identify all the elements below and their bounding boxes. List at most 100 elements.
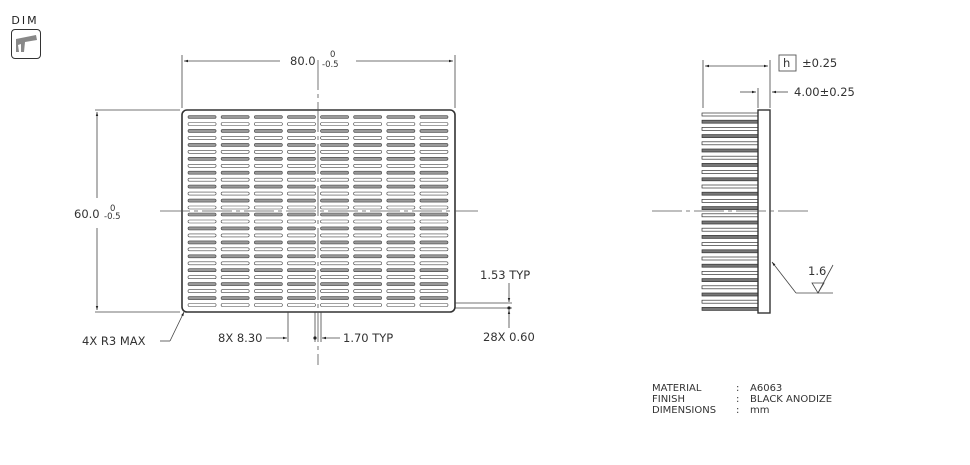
fin-slot [220, 261, 250, 266]
fin-slot [220, 143, 250, 147]
fin-slot [254, 129, 283, 133]
side-fin [701, 112, 759, 117]
fin-slot [187, 115, 217, 119]
fin-slot [220, 198, 250, 203]
side-fin [701, 220, 759, 225]
side-fin [701, 213, 759, 218]
fin-slot [320, 289, 349, 293]
fin-slot [320, 282, 349, 286]
side-fin [701, 170, 759, 174]
surface-finish-value: 1.6 [808, 264, 826, 278]
fin-slot [287, 233, 316, 238]
fin-slot [419, 219, 449, 224]
side-fin [701, 271, 759, 275]
fin-slot [353, 150, 383, 154]
side-fin [701, 191, 759, 196]
fin-slot [386, 157, 416, 161]
fin-slot [386, 198, 416, 203]
fin-slot [320, 205, 349, 210]
fin-slot [287, 282, 316, 286]
base-thickness-label: 4.00±0.25 [794, 85, 855, 99]
fin-slot [353, 122, 383, 126]
fin-slot [419, 150, 449, 154]
fin-slot [254, 254, 283, 259]
fin-slot [320, 240, 349, 245]
fin-slot [187, 240, 217, 245]
fin-slot [254, 282, 283, 286]
fin-slot [386, 191, 416, 196]
side-fin [701, 206, 759, 210]
dim-label: DIM [11, 14, 39, 27]
side-fin [701, 307, 759, 311]
fin-slot [287, 268, 316, 273]
fin-slot [353, 198, 383, 203]
fin-slot [220, 254, 250, 259]
side-fin [701, 134, 759, 138]
fin-slot [187, 226, 217, 231]
fin-slot [353, 143, 383, 147]
fin-slot [386, 150, 416, 154]
fin-slot [220, 150, 250, 154]
fin-slot [320, 247, 349, 252]
fin-slot [386, 303, 416, 307]
fin-slot [386, 170, 416, 175]
fin-slot [187, 233, 217, 238]
fin-slot [353, 177, 383, 182]
fin-slot [386, 275, 416, 280]
fin-slot [353, 240, 383, 245]
fin-slot [220, 303, 250, 307]
fin-slot [220, 268, 250, 273]
fin-slot [353, 282, 383, 286]
fin-slot [187, 219, 217, 224]
fin-slot [220, 247, 250, 252]
fin-slot [287, 164, 316, 168]
fin-slot [287, 143, 316, 147]
fin-slot [254, 247, 283, 252]
fin-slot [187, 247, 217, 252]
side-fin [701, 242, 759, 246]
fin-slot [287, 296, 316, 300]
fin-slot [254, 233, 283, 238]
fin-slot [220, 191, 250, 196]
fin-slot [287, 254, 316, 259]
fin-slot [386, 289, 416, 293]
fin-slot [320, 157, 349, 161]
fin-slot [419, 205, 449, 210]
fin-gap-label: 1.70 TYP [343, 331, 393, 345]
side-fin [701, 292, 759, 297]
fin-slot [386, 226, 416, 231]
fin-slot [353, 136, 383, 140]
fin-slot [386, 233, 416, 238]
fin-slot [353, 261, 383, 266]
height-dim-upper-tol: 0 [110, 204, 115, 214]
fin-slot [220, 115, 250, 119]
side-fin [701, 227, 759, 232]
fin-slot [386, 254, 416, 259]
fin-slot [353, 289, 383, 293]
fin-slot [419, 177, 449, 182]
fin-slot [254, 184, 283, 189]
fin-pitch-label: 8X 8.30 [218, 331, 262, 345]
side-fin [701, 163, 759, 167]
fin-slot [254, 303, 283, 307]
fin-slot [419, 164, 449, 168]
fin-slot [320, 164, 349, 168]
fin-slot [254, 136, 283, 140]
fin-slot [419, 122, 449, 126]
fin-slot [320, 170, 349, 175]
fin-slot [419, 212, 449, 217]
fin-slot [220, 296, 250, 300]
fin-slot [187, 261, 217, 266]
fin-slot [386, 282, 416, 286]
fin-slot [254, 296, 283, 300]
side-fin [701, 256, 759, 261]
fin-slot [353, 157, 383, 161]
material-notes: MATERIAL:A6063 FINISH:BLACK ANODIZE DIME… [652, 383, 832, 416]
fin-slot [419, 254, 449, 259]
fin-slot [353, 303, 383, 307]
fin-slot [419, 143, 449, 147]
fin-slot [220, 136, 250, 140]
fin-slot [386, 219, 416, 224]
fin-slot [353, 115, 383, 119]
